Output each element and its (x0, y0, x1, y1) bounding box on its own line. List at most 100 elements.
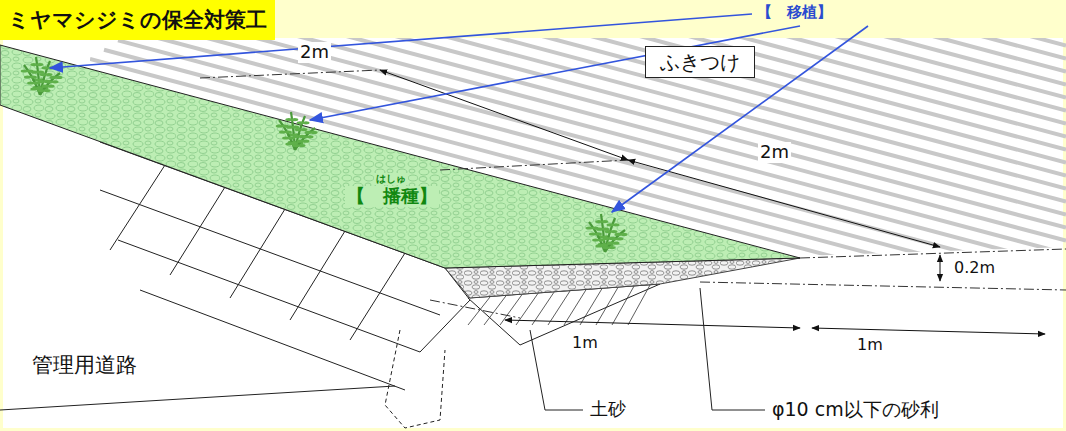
plant-leaf (303, 121, 310, 124)
plant-leaf (295, 128, 302, 131)
plant-leaf (595, 220, 602, 223)
plant-leaf (282, 136, 289, 139)
plant-leaf (297, 140, 304, 143)
plant-leaf (21, 69, 28, 72)
plant-leaf (589, 232, 596, 235)
plant-leaf (613, 223, 620, 226)
plant-leaf (613, 242, 620, 245)
slope-stripe (384, 0, 1066, 46)
plant-leaf (285, 130, 292, 133)
plant-leaf (603, 237, 610, 240)
plant-leaf (56, 76, 63, 79)
plant-leaf (30, 63, 37, 66)
dimension-label: 1m (855, 336, 885, 354)
wall-line (110, 165, 165, 250)
sprayed-slope (0, 45, 800, 268)
area-label: 【 播種】 (345, 186, 439, 207)
road-label: 管理用道路 (30, 353, 139, 377)
plant-leaf (27, 69, 34, 72)
plant-leaf (293, 144, 300, 147)
wall-line (350, 253, 405, 340)
plant-leaf (301, 128, 308, 131)
soil-hatch (596, 287, 618, 325)
road-line (0, 386, 395, 410)
plant-leaf (607, 242, 614, 245)
foundation-outline (385, 330, 445, 428)
dimension-arrow (812, 328, 1045, 334)
plant-leaf (276, 124, 283, 127)
plant-leaf (305, 131, 312, 134)
plant-leaf (27, 81, 34, 84)
plant (586, 214, 628, 252)
plant-leaf (285, 118, 292, 121)
wall-line (140, 290, 405, 390)
plant-leaf (48, 85, 55, 88)
soil-hatch (612, 286, 634, 325)
extension-line (200, 70, 380, 78)
plant-leaf (595, 232, 602, 235)
dimension-label: 1m (570, 334, 600, 352)
wall-line (230, 209, 285, 298)
wall-line (170, 187, 225, 275)
dimension-label: 2m (298, 42, 331, 63)
plant-leaf (42, 66, 49, 69)
dimension-label: 2m (758, 142, 791, 163)
soil-hatch (580, 289, 602, 325)
material-label: 土砂 (588, 399, 628, 420)
slope-stripe (258, 0, 1066, 163)
dimension-label: 0.2m (952, 259, 997, 277)
plant-leaf (586, 226, 593, 229)
plant-leaf (50, 76, 57, 79)
dimension-arrow (505, 320, 800, 328)
plant-leaf (307, 135, 314, 138)
leader-arrow (310, 26, 800, 120)
plant-leaf (297, 121, 304, 124)
plant-leaf (44, 89, 51, 92)
plant-leaf (291, 118, 298, 121)
plant-leaf (621, 233, 628, 236)
wall-line (420, 300, 470, 352)
title-banner: ミヤマシジミの保全対策工 (0, 0, 275, 40)
plant-leaf (601, 220, 608, 223)
plant-leaf (311, 131, 318, 134)
plant-leaf (293, 135, 300, 138)
plant-leaf (299, 144, 306, 147)
callout-label: 【 移植】 (755, 4, 834, 21)
plant (276, 112, 318, 150)
plant-leaf (30, 75, 37, 78)
plant-leaf (42, 85, 49, 88)
dimension-arrow (628, 160, 940, 247)
slope-stripe (412, 0, 1066, 20)
plant-leaf (279, 130, 286, 133)
plant-leaf (611, 237, 618, 240)
slope-stripe (328, 0, 1066, 98)
leader-arrow (612, 26, 868, 212)
wall-line (118, 240, 420, 352)
plant-leaf (46, 80, 53, 83)
box-text: ふきつけ (660, 50, 740, 74)
plant-leaf (282, 124, 289, 127)
plant-leaf (592, 238, 599, 241)
dimension-arrow (940, 255, 941, 281)
plant-leaf (617, 237, 624, 240)
plant-leaf (592, 226, 599, 229)
plant (21, 57, 63, 95)
ruby-text: はしゅ (374, 173, 408, 185)
plant-leaf (615, 233, 622, 236)
slope-stripe (426, 0, 1066, 7)
plant-leaf (603, 246, 610, 249)
plant-leaf (46, 73, 53, 76)
plant-leaf (605, 230, 612, 233)
material-label: φ10 cm以下の砂利 (770, 399, 941, 421)
plant-leaf (36, 63, 43, 66)
plant-leaf (301, 135, 308, 138)
label-box: ふきつけ (645, 46, 755, 78)
soil-hatch (548, 291, 570, 325)
plant-leaf (607, 223, 614, 226)
slope-stripe (272, 0, 1066, 150)
soil-hatch (628, 285, 650, 325)
plant-leaf (609, 246, 616, 249)
leader-line (700, 288, 765, 410)
